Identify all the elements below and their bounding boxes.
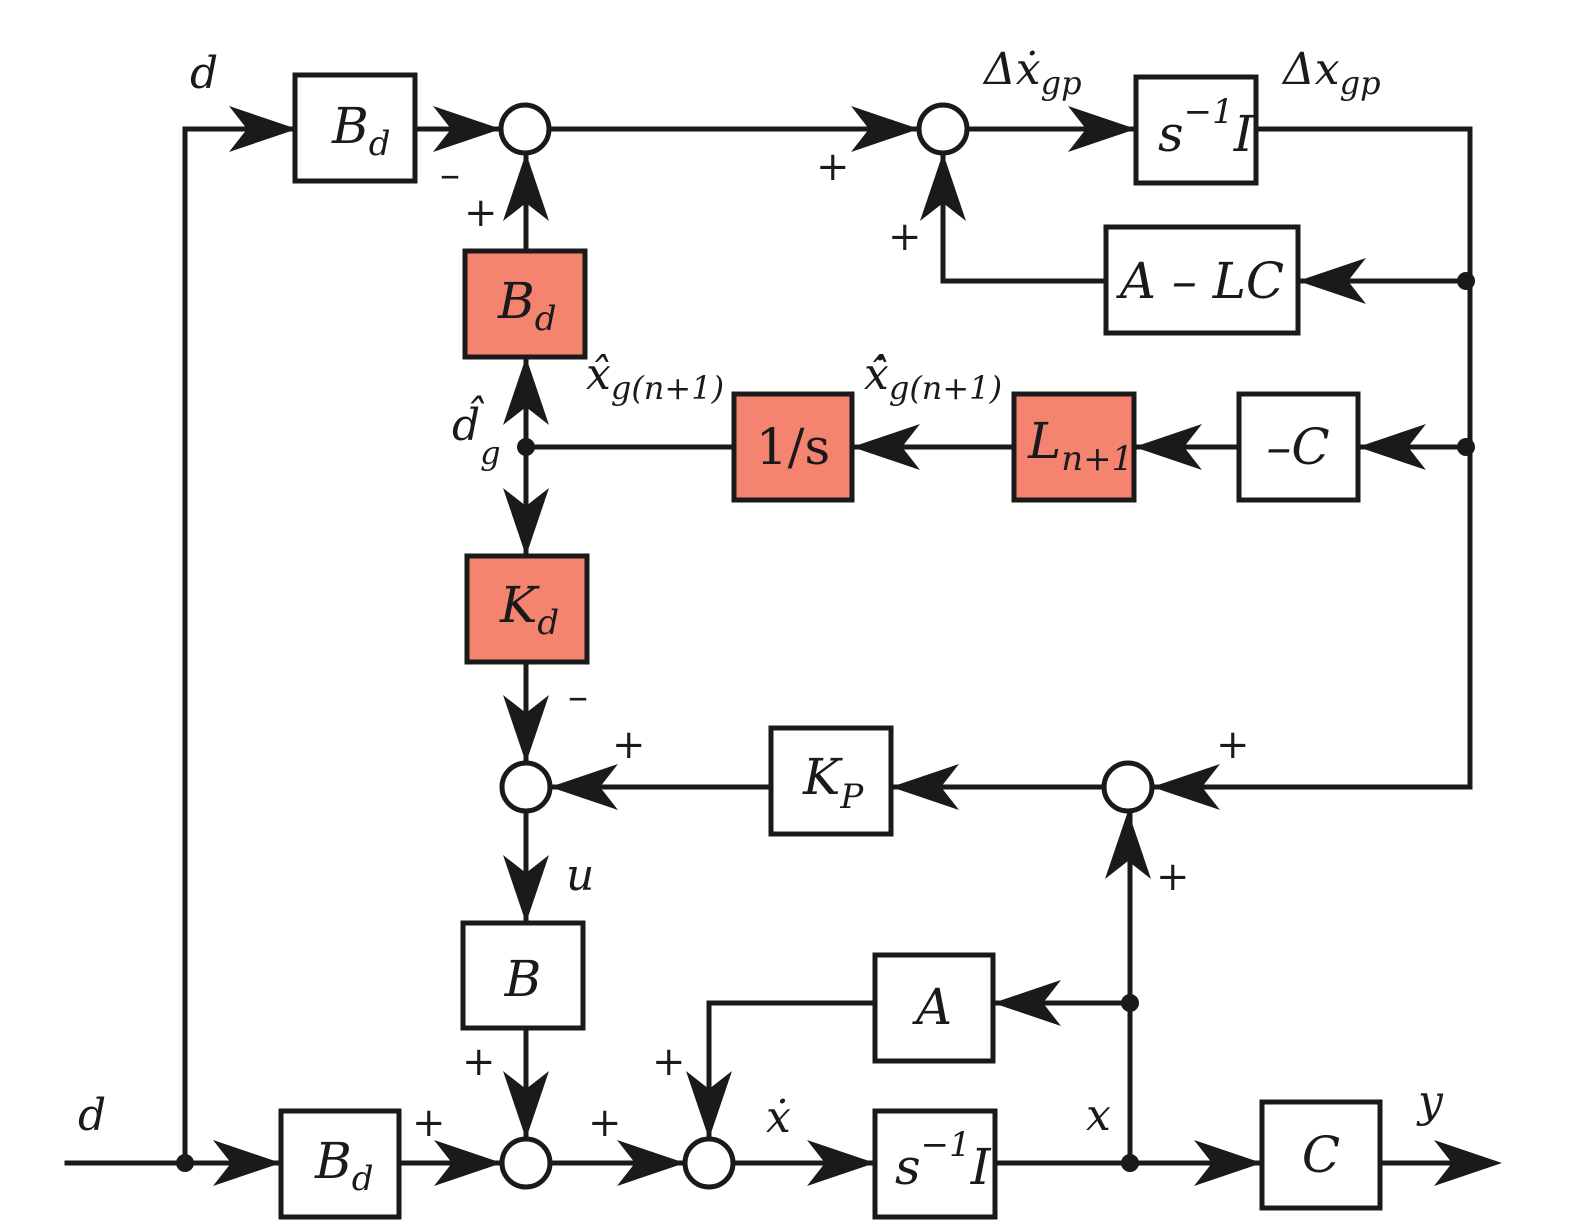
sum-junction-top-left [498, 102, 552, 156]
arrowhead [433, 106, 501, 152]
block-a-minus-lc [1103, 224, 1301, 336]
signal-xhat: x̂g(n+1) [586, 349, 724, 407]
signal-x: x [1086, 1090, 1111, 1141]
block-integrator-label: 1/s [756, 418, 830, 476]
block-l-n1-label: Ln+1 [1027, 412, 1133, 479]
arrowhead [1298, 258, 1366, 304]
block-kp [768, 725, 894, 837]
block-labels: Bd s−1I A – LC Bd 1/s Ln+1 –C Kd KP B A … [314, 92, 1340, 1199]
block-sinv-top [1133, 74, 1259, 186]
sum-junction-state [1101, 760, 1155, 814]
arrowheads [213, 106, 1502, 1186]
arrowhead [891, 764, 959, 810]
arrowhead [807, 1140, 875, 1186]
arrowhead [434, 1140, 502, 1186]
arrowhead [503, 488, 549, 556]
arrowhead [503, 357, 549, 425]
block-l-n1 [1011, 391, 1137, 503]
signal-y: y [1416, 1076, 1444, 1127]
sum-junction-top-right [916, 102, 970, 156]
arrowhead [1152, 764, 1220, 810]
arrowhead [503, 695, 549, 763]
arrowhead [993, 980, 1061, 1026]
block-c [1259, 1099, 1383, 1211]
sign-plus: + [462, 1039, 496, 1085]
branch-dot [517, 438, 535, 456]
sign-plus: + [588, 1100, 622, 1146]
arrowhead [852, 424, 920, 470]
arrowhead [503, 855, 549, 923]
sign-plus: + [652, 1039, 686, 1085]
arrowhead [213, 1140, 281, 1186]
arrowhead [1068, 106, 1136, 152]
block-b-label: B [504, 950, 542, 1008]
arrowhead [1194, 1140, 1262, 1186]
signal-u: u [566, 850, 594, 901]
arrowhead [617, 1140, 685, 1186]
block-sinv-bottom [872, 1108, 998, 1220]
block-bd-bottom-label: Bd [314, 1132, 374, 1199]
signal-d-bottom: d [78, 1090, 106, 1141]
branch-dot [1457, 272, 1475, 290]
block-neg-c [1236, 391, 1361, 503]
sum-junction-control [499, 760, 553, 814]
arrowhead [1358, 424, 1426, 470]
sign-plus: + [1216, 722, 1250, 768]
sum-junction-plant [682, 1136, 736, 1190]
block-a-minus-lc-label: A – LC [1116, 252, 1284, 310]
branch-dot [176, 1154, 194, 1172]
block-a [872, 952, 996, 1064]
arrowhead [1134, 424, 1202, 470]
arrowhead [686, 1071, 732, 1139]
sign-minus: – [440, 152, 460, 198]
signal-delta-xgp-dot: Δẋgp [982, 44, 1082, 102]
arrowhead [550, 764, 618, 810]
block-bd-top [292, 72, 418, 184]
signal-labels: d Δẋgp Δxgp x̂g(n+1) x̂̇g(n+1) d̂g u d ẋ… [78, 44, 1444, 1143]
arrowhead [1434, 1140, 1502, 1186]
signal-d-top: d [190, 48, 218, 99]
arrowhead [503, 153, 549, 221]
arrowhead [1105, 811, 1151, 879]
sign-minus: – [568, 674, 588, 720]
signal-delta-xgp: Δxgp [1281, 44, 1381, 102]
block-bd-bottom [278, 1108, 402, 1220]
block-kd [464, 553, 590, 665]
block-neg-c-label: –C [1266, 418, 1329, 476]
branch-dot [1457, 438, 1475, 456]
sign-plus: + [612, 722, 646, 768]
junction-signs: – + + + – + + + + + + + [412, 144, 1250, 1146]
block-kd-label: Kd [499, 576, 559, 643]
block-sinv-top-label: s−1I [1158, 92, 1255, 163]
arrowhead [229, 106, 297, 152]
sign-plus: + [888, 214, 922, 260]
sign-plus: + [464, 190, 498, 236]
branch-dot [1121, 994, 1139, 1012]
signal-xhat-dot: x̂̇g(n+1) [864, 349, 1002, 407]
signal-xdot: ẋ [766, 1092, 791, 1143]
sign-plus: + [412, 1100, 446, 1146]
sign-plus: + [1156, 854, 1190, 900]
signal-dhat: d̂g [452, 393, 501, 472]
sign-plus: + [816, 144, 850, 190]
block-bd-mid [462, 248, 588, 360]
block-bd-mid-label: Bd [497, 272, 557, 339]
branch-points [176, 272, 1475, 1172]
arrowhead [920, 153, 966, 221]
block-integrator [731, 391, 855, 503]
block-a-label: A [912, 978, 952, 1036]
arrowhead [503, 1071, 549, 1139]
blocks [278, 72, 1383, 1220]
block-bd-top-label: Bd [331, 97, 391, 164]
arrowhead [851, 106, 919, 152]
block-b [460, 920, 586, 1031]
block-c-label: C [1302, 1126, 1340, 1184]
block-sinv-bottom-label: s−1I [895, 1125, 992, 1196]
block-kp-label: KP [802, 748, 864, 817]
summing-junctions [498, 102, 1155, 1190]
sum-junction-input [499, 1136, 553, 1190]
branch-dot [1121, 1154, 1139, 1172]
